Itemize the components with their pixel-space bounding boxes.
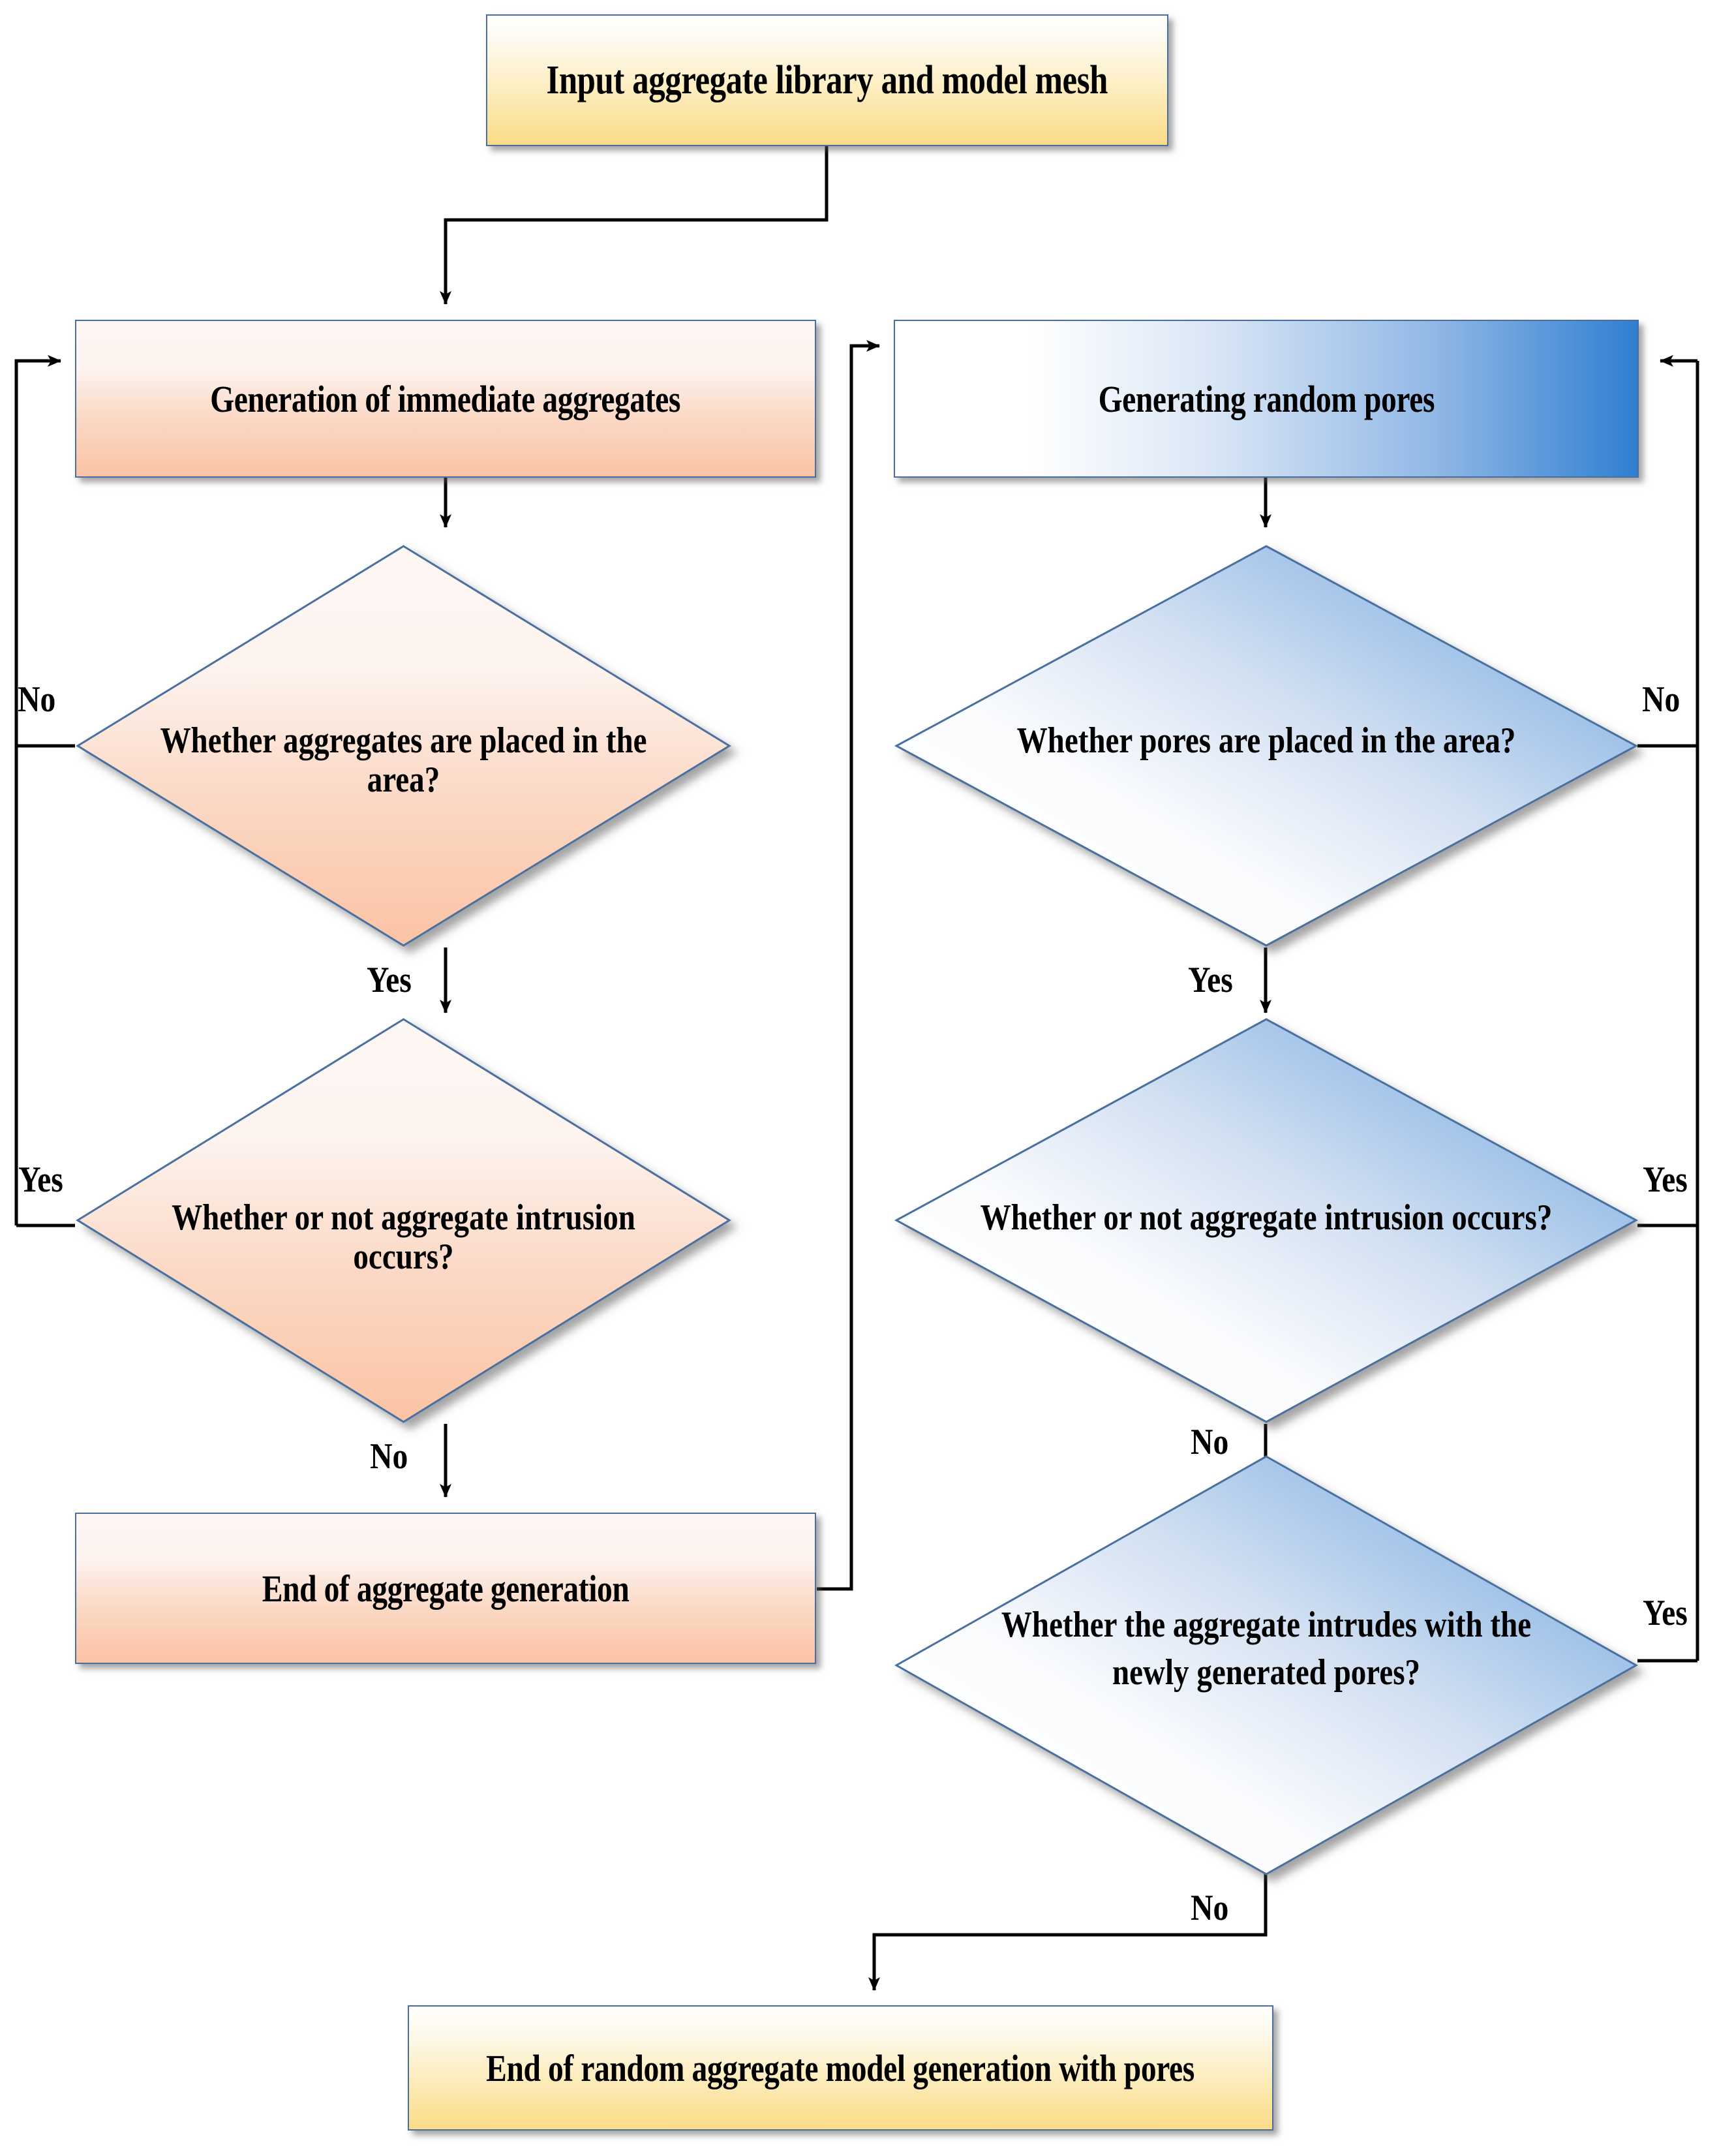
node-whether-aggregates-are-placed[interactable]: Whether aggregates are placed in the are…: [75, 544, 732, 948]
edge-label-agg-pore-yes: Yes: [1643, 1593, 1688, 1633]
node-generation-of-immediate-aggregates[interactable]: Generation of immediate aggregates: [75, 320, 816, 478]
node-generating-random-pores[interactable]: Generating random pores: [894, 320, 1639, 478]
node-whether-aggregate-intrusion-occurs-pores[interactable]: Whether or not aggregate intrusion occur…: [894, 1017, 1639, 1424]
node-generation-of-immediate-aggregates-label: Generation of immediate aggregates: [210, 377, 681, 420]
node-input[interactable]: Input aggregate library and model mesh: [486, 14, 1168, 146]
edge-label-agg-intrusion-no: No: [370, 1436, 408, 1477]
node-whether-aggregate-intrusion-occurs[interactable]: Whether or not aggregate intrusion occur…: [75, 1017, 732, 1424]
node-end-of-random-aggregate-model-generation[interactable]: End of random aggregate model generation…: [408, 2005, 1273, 2131]
node-generating-random-pores-label: Generating random pores: [1098, 377, 1435, 420]
edge-label-pore-intrusion-no: No: [1191, 1422, 1229, 1462]
node-end-of-aggregate-generation-label: End of aggregate generation: [262, 1567, 630, 1610]
edge-label-agg-pore-no: No: [1191, 1888, 1229, 1928]
node-input-label: Input aggregate library and model mesh: [546, 57, 1108, 102]
node-end-of-aggregate-generation[interactable]: End of aggregate generation: [75, 1513, 816, 1664]
edge-label-pores-placed-no: No: [1642, 679, 1681, 720]
node-end-of-random-aggregate-model-generation-label: End of random aggregate model generation…: [486, 2046, 1195, 2089]
edge-label-pore-intrusion-yes: Yes: [1643, 1160, 1688, 1200]
node-whether-pores-are-placed[interactable]: Whether pores are placed in the area?: [894, 544, 1639, 948]
edge-label-agg-placed-no: No: [18, 679, 56, 720]
edge-label-agg-placed-yes: Yes: [367, 960, 412, 1000]
node-whether-aggregate-intrudes-with-new-pores[interactable]: Whether the aggregate intrudes with the …: [894, 1454, 1639, 1877]
edge-label-agg-intrusion-yes: Yes: [18, 1160, 63, 1200]
edge-label-pores-placed-yes: Yes: [1188, 960, 1233, 1000]
